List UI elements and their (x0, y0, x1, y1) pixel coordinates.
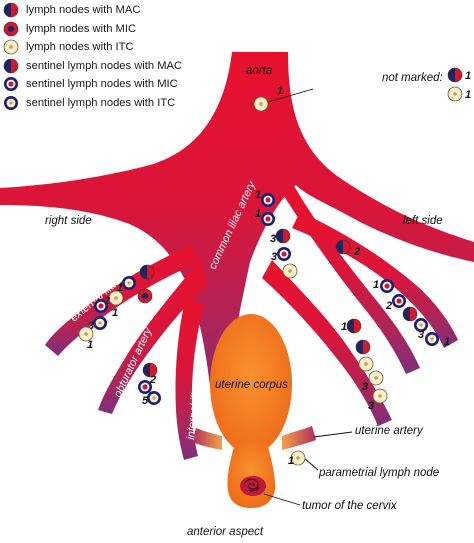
legend-label: lymph nodes with MAC (26, 4, 141, 17)
legend-item-sitc: sentinel lymph nodes with ITC (3, 94, 203, 113)
legend-item-mac: lymph nodes with MAC (3, 1, 203, 20)
lymph-node-sitc (122, 276, 136, 290)
not-marked-label: not marked: (382, 72, 443, 84)
node-count-label: 1 (87, 339, 93, 351)
node-count-label: 2 (103, 295, 110, 307)
legend-itc-node-icon (3, 39, 19, 55)
lymph-node-mic (137, 288, 153, 304)
legend-sitc-node-icon (4, 95, 18, 110)
node-count-label: 3 (271, 251, 277, 263)
not-marked-mac-node (447, 67, 463, 83)
lymph-node-sitc (414, 318, 428, 332)
not-marked-count-label: 1 (465, 89, 471, 101)
node-count-label: 1 (255, 208, 261, 220)
tumor-label: tumor of the cervix (302, 500, 398, 512)
legend-label: lymph nodes with ITC (26, 41, 134, 54)
lymph-node-smic (94, 299, 108, 313)
aorta-node-pointer (267, 88, 314, 103)
lymph-node-smac (275, 228, 291, 244)
lymph-node-smac (355, 339, 371, 355)
node-count-label: 1 (277, 85, 283, 97)
lymph-node-smac (402, 306, 418, 322)
legend-label: sentinel lymph nodes with MIC (26, 78, 178, 91)
lymph-node-sitc (93, 316, 107, 330)
node-count-label: 3 (368, 400, 374, 412)
uterine-corpus-label: uterine corpus (215, 379, 288, 391)
lymph-node-smic (138, 380, 152, 394)
lymph-node-smac (139, 264, 155, 280)
right-side-label: right side (45, 215, 92, 227)
aorta-vessel (0, 52, 474, 405)
lymph-node-smic (261, 193, 275, 207)
legend-smic-node-icon (4, 77, 18, 92)
node-count-label: 3 (88, 320, 94, 332)
node-count-label: 1 (117, 282, 123, 294)
left-uterine-artery (282, 426, 316, 450)
not-marked-count-label: 1 (465, 70, 471, 82)
aorta-label: aorta (246, 65, 272, 77)
tumor-pointer (263, 493, 301, 506)
legend-item-smic: sentinel lymph nodes with MIC (3, 75, 203, 94)
uterine-artery-label: uterine artery (355, 425, 424, 437)
lymph-node-smac (335, 239, 351, 255)
tumor-of-the-cervix (240, 476, 266, 496)
node-count-label: 3 (362, 381, 368, 393)
parametrial-label: parametrial lymph node (318, 467, 439, 479)
node-count-label: 2 (149, 374, 156, 386)
uterine-corpus (210, 314, 292, 454)
anterior-aspect-label: anterior aspect (187, 526, 264, 538)
node-count-label: 2 (353, 246, 360, 258)
lymph-node-itc (368, 370, 384, 386)
node-count-label: 1 (373, 279, 379, 291)
node-count-label: 3 (270, 233, 276, 245)
lymph-node-smic (261, 212, 275, 226)
pointer-lines (263, 88, 353, 506)
node-count-label: 1 (112, 307, 118, 319)
legend: lymph nodes with MAC lymph nodes with MIC… (3, 1, 203, 112)
legend-item-itc: lymph nodes with ITC (3, 38, 203, 57)
lymph-node-sitc (425, 332, 439, 346)
lymph-node-smic (277, 247, 291, 261)
right-obturator-vessel (98, 260, 208, 414)
legend-label: sentinel lymph nodes with ITC (26, 96, 176, 109)
lymph-node-smac (346, 318, 362, 334)
node-count-label: 1 (255, 189, 261, 201)
node-count-label: 3 (418, 329, 424, 341)
right-internal-iliac-vessel (175, 296, 204, 460)
node-count-label: 1 (341, 321, 347, 333)
node-count-label: 5 (142, 395, 149, 407)
lymph-node-itc (282, 263, 298, 279)
lymph-node-itc (253, 96, 269, 112)
lymph-node-itc (108, 290, 124, 306)
legend-label: sentinel lymph nodes with MAC (26, 59, 183, 72)
not-marked-itc-node (447, 86, 463, 102)
lymph-node-sitc (147, 391, 161, 405)
lymph-node-smic (392, 294, 406, 308)
lymph-node-itc (78, 326, 94, 342)
left-side-label: left side (403, 215, 443, 227)
right-uterine-artery (192, 428, 222, 450)
legend-mac-node-icon (3, 2, 19, 18)
parametrial-node-pointer (303, 457, 319, 471)
left-internal-iliac-vessel (262, 260, 392, 426)
lymph-node-itc (358, 356, 374, 372)
node-count-label: 2 (385, 300, 392, 312)
cervix (227, 440, 276, 508)
left-external-iliac-vessel (292, 212, 458, 348)
lymph-node-itc (372, 388, 388, 404)
legend-item-mic: lymph nodes with MIC (3, 20, 203, 39)
legend-smac-node-icon (3, 58, 19, 74)
legend-mic-node-icon (3, 21, 19, 37)
lymph-node-smac (142, 362, 158, 378)
legend-label: lymph nodes with MIC (26, 22, 137, 35)
uterine-artery-pointer (313, 431, 353, 438)
legend-item-smac: sentinel lymph nodes with MAC (3, 57, 203, 76)
node-count-label: 1 (444, 336, 450, 348)
node-count-label: 1 (288, 455, 294, 467)
lymph-node-itc (290, 450, 306, 466)
lymph-node-smic (380, 279, 394, 293)
